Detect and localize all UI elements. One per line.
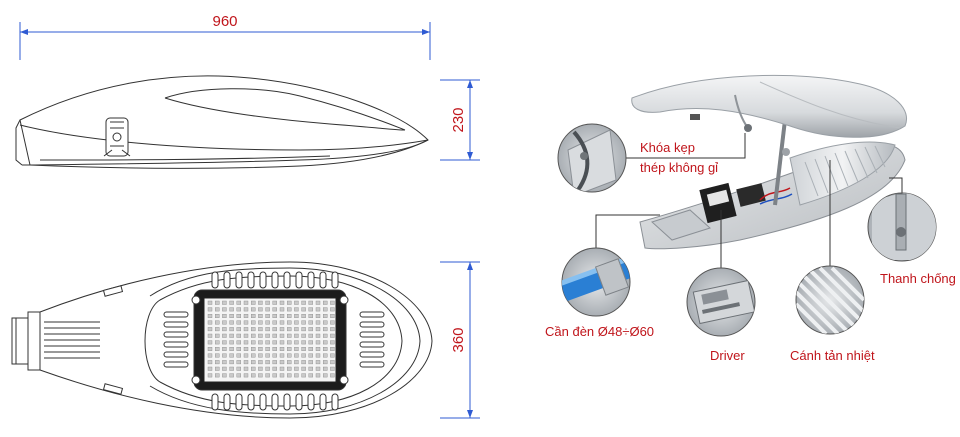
callout-arm: Cần đèn Ø48÷Ø60 <box>545 324 654 339</box>
inset-arm <box>561 247 631 317</box>
dimension-width: 360 <box>440 261 480 419</box>
callout-clamp-line2: thép không gỉ <box>640 160 718 175</box>
dimension-length: 960 <box>19 13 431 60</box>
inset-driver <box>686 267 756 337</box>
callout-strut: Thanh chống <box>880 271 956 286</box>
dimension-height: 230 <box>440 79 480 161</box>
dimension-width-label: 360 <box>450 327 467 352</box>
side-view-drawing <box>15 75 429 169</box>
bottom-view-drawing <box>11 261 433 419</box>
inset-clamp <box>557 123 627 193</box>
callout-driver: Driver <box>710 348 745 363</box>
inset-heatsink <box>795 265 865 335</box>
callout-heatsink: Cánh tản nhiệt <box>790 348 875 363</box>
inset-strut <box>867 192 937 262</box>
callout-clamp-line1: Khóa kẹp <box>640 140 695 155</box>
dimension-length-label: 960 <box>212 13 237 30</box>
led-array <box>207 300 335 378</box>
open-lamp-illustration <box>631 74 907 250</box>
dimension-height-label: 230 <box>450 107 467 132</box>
callout-leaders <box>595 133 903 268</box>
